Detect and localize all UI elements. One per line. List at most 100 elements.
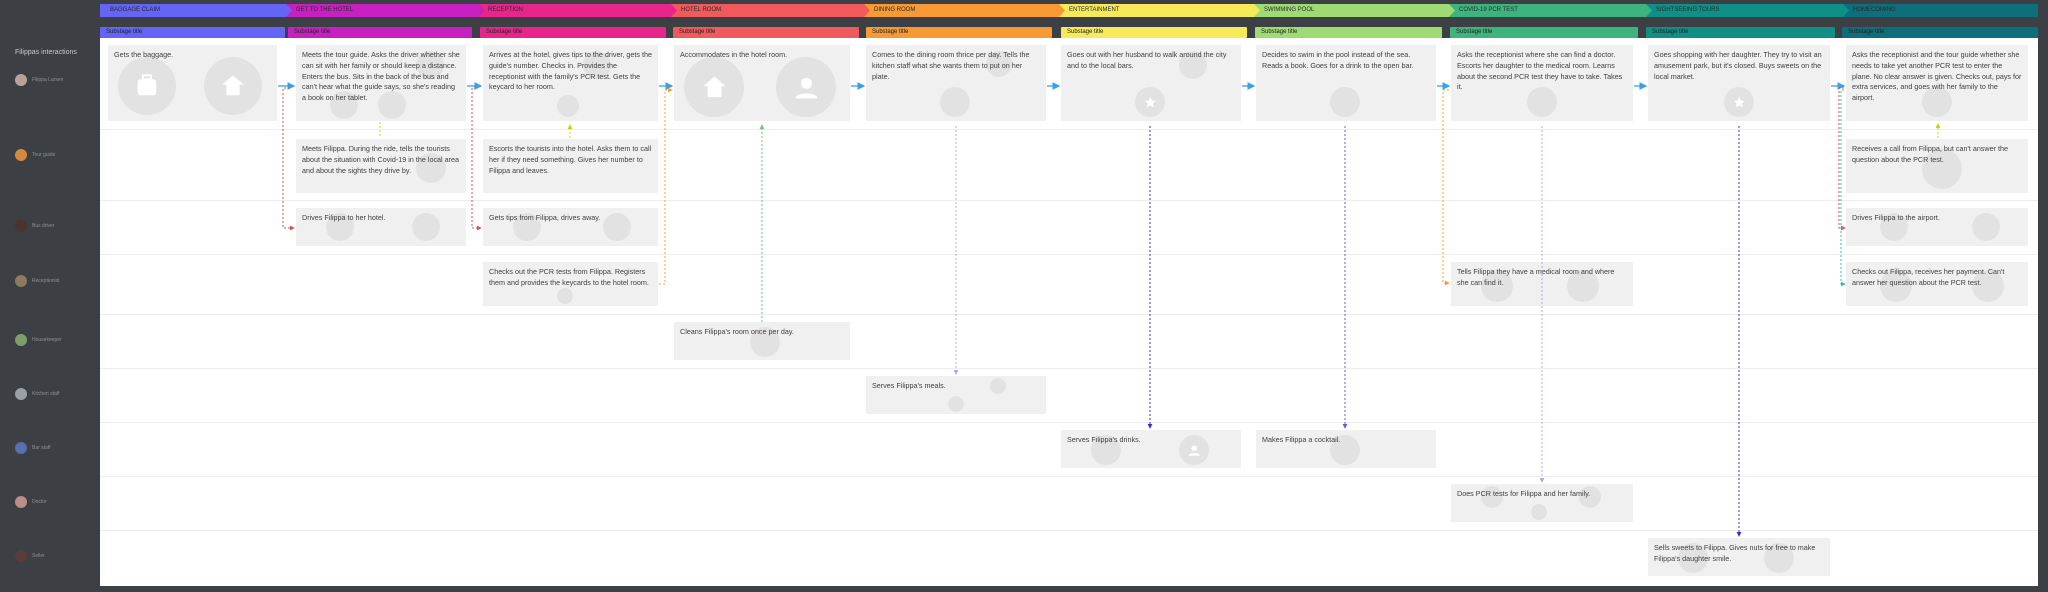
chef-icon	[986, 51, 1012, 77]
user-icon	[1091, 435, 1121, 465]
card-home-receptionist[interactable]: Checks out Filippa, receives her payment…	[1846, 262, 2028, 306]
stage-title: Swimming pool	[1264, 7, 1315, 13]
substage-reception[interactable]: Substage title	[480, 27, 666, 38]
card-text: Makes Filippa a cocktail.	[1262, 435, 1341, 444]
actor-doctor[interactable]: Doctor	[15, 495, 47, 509]
connector-driver-reception	[471, 87, 482, 231]
stage-reception[interactable]: Reception	[478, 4, 680, 17]
card-dining-room-kitchen[interactable]: Serves Filippa's meals.	[866, 376, 1046, 414]
card-baggage-claim-filippa[interactable]: Gets the baggage.	[108, 45, 277, 121]
actor-name: Bus driver	[32, 223, 55, 229]
card-hotel-room-housekeeper[interactable]: Cleans Filippa's room once per day.	[674, 322, 850, 360]
card-text: Cleans Filippa's room once per day.	[680, 327, 794, 336]
card-text: Goes shopping with her daughter. They tr…	[1654, 50, 1822, 81]
connector-driver-get-to-hotel	[282, 87, 295, 231]
substage-homecoming[interactable]: Substage title	[1842, 27, 2038, 38]
building-icon	[1922, 149, 1962, 189]
card-text: Goes out with her husband to walk around…	[1067, 50, 1227, 70]
substage-get-to-hotel[interactable]: Substage title	[288, 27, 472, 38]
substage-dining-room[interactable]: Substage title	[866, 27, 1052, 38]
card-reception-receptionist[interactable]: Checks out the PCR tests from Filippa. R…	[483, 262, 658, 306]
card-get-to-hotel-filippa[interactable]: Meets the tour guide. Asks the driver wh…	[296, 45, 466, 121]
substage-entertainment[interactable]: Substage title	[1061, 27, 1247, 38]
bus-icon	[330, 91, 358, 119]
avatar	[15, 74, 27, 86]
lane-divider	[100, 422, 2038, 423]
stage-sightseeing-tours[interactable]: Sightseeing tours	[1646, 4, 1852, 17]
card-get-to-hotel-guide[interactable]: Meets Filippa. During the ride, tells th…	[296, 139, 466, 193]
user-icon	[416, 153, 446, 183]
stage-homecoming[interactable]: Homecoming	[1843, 4, 2038, 17]
actor-bar-staff[interactable]: Bar staff	[15, 441, 51, 455]
user-icon	[1481, 270, 1513, 302]
card-text: Decides to swim in the pool instead of t…	[1262, 50, 1414, 70]
card-get-to-hotel-driver[interactable]: Drives Filippa to her hotel.	[296, 208, 466, 246]
luggage-icon	[378, 91, 406, 119]
key-icon	[583, 51, 611, 79]
actor-bus-driver[interactable]: Bus driver	[15, 219, 55, 233]
card-dining-room-filippa[interactable]: Comes to the dining room thrice per day.…	[866, 45, 1046, 121]
stage-swimming-pool[interactable]: Swimming pool	[1254, 4, 1456, 17]
user-icon	[1179, 51, 1207, 79]
card-pcr-filippa[interactable]: Asks the receptionist where she can find…	[1451, 45, 1633, 121]
actors-sidebar: Filippas interactions Filippa Larsen Tou…	[0, 0, 100, 592]
stage-entertainment[interactable]: Entertainment	[1059, 4, 1261, 17]
user-icon	[1179, 435, 1209, 465]
card-home-guide[interactable]: Receives a call from Filippa, but can't …	[1846, 139, 2028, 193]
card-hotel-room-filippa[interactable]: Accommodates in the hotel room.	[674, 45, 850, 121]
actor-tour-guide[interactable]: Tour guide	[15, 148, 55, 162]
user-icon	[1880, 270, 1912, 302]
card-text: Checks out the PCR tests from Filippa. R…	[489, 267, 649, 287]
card-text: Serves Filippa's drinks.	[1067, 435, 1141, 444]
connector-layer	[278, 82, 1941, 537]
substage-swimming-pool[interactable]: Substage title	[1255, 27, 1442, 38]
substage-pcr-test[interactable]: Substage title	[1450, 27, 1638, 38]
stage-hotel-room[interactable]: Hotel room	[671, 4, 873, 17]
user-icon	[776, 57, 836, 117]
actor-housekeeper[interactable]: Housekeeper	[15, 333, 62, 347]
actor-filippa[interactable]: Filippa Larsen	[15, 73, 63, 87]
card-entertainment-filippa[interactable]: Goes out with her husband to walk around…	[1061, 45, 1241, 121]
connector-receptionist-home	[1840, 89, 1846, 287]
actor-seller[interactable]: Seller	[15, 549, 45, 563]
card-reception-filippa[interactable]: Arrives at the hotel, gives tips to the …	[483, 45, 658, 121]
actor-kitchen-staff[interactable]: Kitchen staff	[15, 387, 59, 401]
card-text: Tells Filippa they have a medical room a…	[1457, 267, 1615, 287]
card-text: Serves Filippa's meals.	[872, 381, 946, 390]
card-text: Comes to the dining room thrice per day.…	[872, 50, 1030, 81]
lock-icon	[1531, 504, 1547, 520]
avatar	[15, 496, 27, 508]
user-icon	[1972, 270, 2004, 302]
card-pcr-doctor[interactable]: Does PCR tests for Filippa and her famil…	[1451, 484, 1633, 522]
stage-title: Get to the hotel	[296, 7, 354, 13]
user-icon	[1330, 435, 1360, 465]
card-home-filippa[interactable]: Asks the receptionist and the tour guide…	[1846, 45, 2028, 121]
card-text: Arrives at the hotel, gives tips to the …	[489, 50, 652, 92]
user-icon	[416, 51, 444, 79]
card-text: Asks the receptionist where she can find…	[1457, 50, 1623, 92]
stage-baggage-claim[interactable]: Baggage claim	[100, 4, 294, 17]
lock-icon	[557, 95, 579, 117]
stage-dining-room[interactable]: Dining room	[864, 4, 1066, 17]
card-reception-guide[interactable]: Escorts the tourists into the hotel. Ask…	[483, 139, 658, 193]
stage-get-to-hotel[interactable]: Get to the hotel	[286, 4, 484, 17]
card-pool-filippa[interactable]: Decides to swim in the pool instead of t…	[1256, 45, 1436, 121]
card-tours-filippa[interactable]: Goes shopping with her daughter. They tr…	[1648, 45, 1830, 121]
substage-baggage-claim[interactable]: Substage title	[100, 27, 285, 38]
substage-title: Substage title	[106, 29, 143, 35]
avatar	[15, 442, 27, 454]
actor-name: Doctor	[32, 499, 47, 505]
stage-pcr-test[interactable]: COVID-19 PCR test	[1449, 4, 1653, 17]
lane-divider	[100, 254, 2038, 255]
actor-receptionist[interactable]: Receptionist	[15, 274, 60, 288]
card-home-driver[interactable]: Drives Filippa to the airport.	[1846, 208, 2028, 246]
card-text: Meets Filippa. During the ride, tells th…	[302, 144, 460, 175]
card-pool-bar[interactable]: Makes Filippa a cocktail.	[1256, 430, 1436, 468]
substage-sightseeing-tours[interactable]: Substage title	[1646, 27, 1835, 38]
card-entertainment-bar[interactable]: Serves Filippa's drinks.	[1061, 430, 1241, 468]
card-reception-driver[interactable]: Gets tips from Filippa, drives away.	[483, 208, 658, 246]
card-text: Receives a call from Filippa, but can't …	[1852, 144, 2008, 164]
lane-divider	[100, 200, 2038, 201]
substage-hotel-room[interactable]: Substage title	[673, 27, 859, 38]
card-tours-seller[interactable]: Sells sweets to Filippa. Gives nuts for …	[1648, 538, 1830, 576]
